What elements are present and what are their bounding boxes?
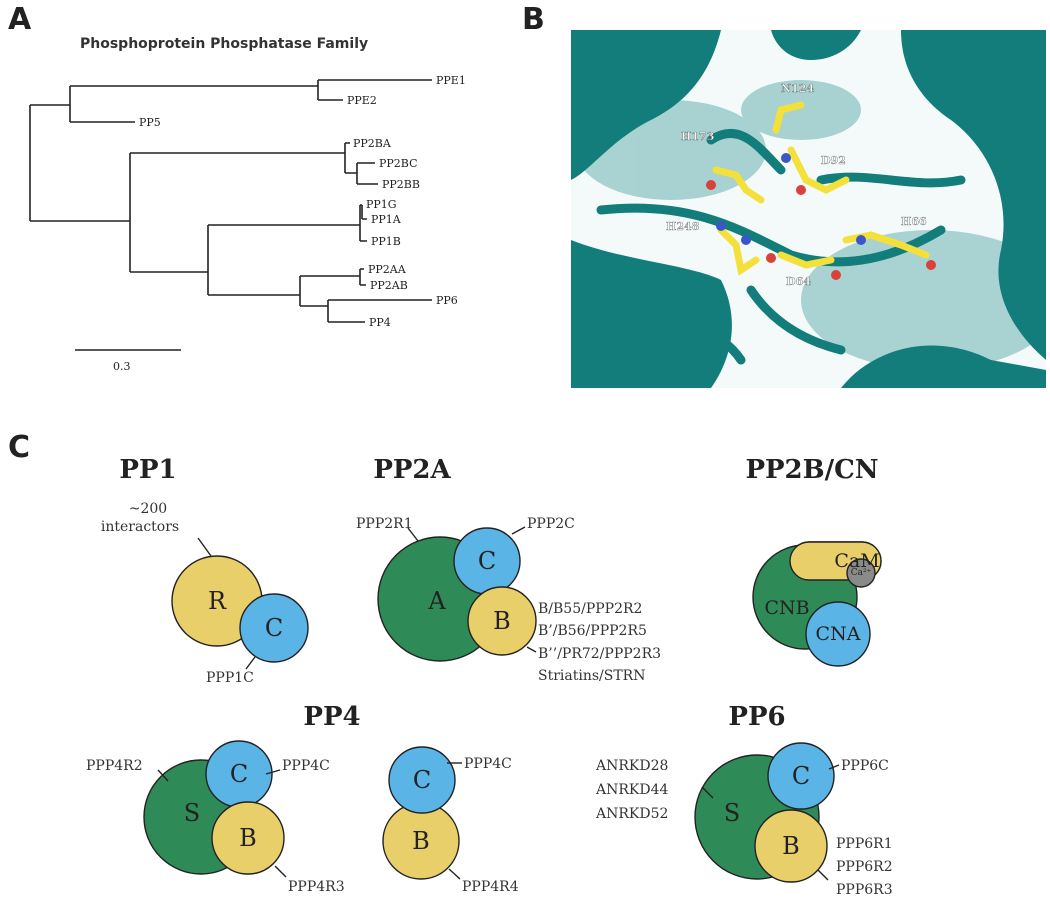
pp1-interactor-count: ~200 (129, 501, 167, 517)
pp2a-b-gene: B/B55/PPP2R2 (538, 601, 642, 617)
pp2a-b-gene: Striatins/STRN (538, 668, 645, 684)
pp6-c-gene: PPP6C (841, 758, 889, 774)
panel-label-c: C (8, 430, 31, 465)
pp2b-cam-label: CaM (834, 550, 879, 572)
residue-label: H248 (666, 220, 700, 233)
pp6-c-label: C (792, 762, 810, 790)
leaf-label: PP2BC (379, 157, 418, 170)
pp1-c-label: C (265, 614, 283, 642)
panel-label-a: A (8, 2, 32, 37)
pp4-s-gene: PPP4R2 (86, 758, 143, 774)
pp2a-a-label: A (427, 587, 446, 615)
scale-bar-label: 0.3 (113, 360, 131, 373)
pp4-c-label: C (230, 760, 248, 788)
pp6-s-gene: ANRKD28 (595, 758, 668, 774)
pp2b-cnb-label: CNB (764, 597, 809, 619)
tree-title: Phosphoprotein Phosphatase Family (80, 36, 369, 52)
pp2a-c-label: C (478, 547, 496, 575)
pp4-c-gene: PPP4C (282, 758, 330, 774)
leaf-label: PP2BA (353, 137, 392, 150)
pp4-complex-2 (382, 746, 462, 880)
pp4-b2-gene: PPP4R4 (462, 879, 519, 895)
pp2b-cna-label: CNA (816, 623, 861, 645)
pp6-s-gene: ANRKD52 (595, 806, 668, 822)
pp4-title: PP4 (303, 702, 360, 732)
pp6-complex (694, 742, 840, 883)
phylogenetic-tree: PPE1 PPE2 PP5 PP2BA PP2BC PP2BB PP1G PP1… (29, 74, 466, 373)
residue-label: N124 (781, 82, 814, 95)
pp1-interactor-word: interactors (101, 519, 179, 535)
pp6-b-gene: PPP6R1 (836, 836, 893, 852)
leaf-label: PP6 (436, 294, 458, 307)
leaf-label: PP1A (371, 213, 402, 226)
pp2a-title: PP2A (373, 455, 451, 485)
pp6-b-gene: PPP6R2 (836, 859, 893, 875)
pp6-title: PP6 (728, 702, 785, 732)
pp4-c2-gene: PPP4C (464, 756, 512, 772)
pp2a-c-gene: PPP2C (527, 516, 575, 532)
pp2b-ca-label: Ca²⁺ (851, 568, 872, 578)
leaf-label: PP5 (139, 116, 161, 129)
pp6-b-label: B (782, 832, 800, 860)
pp6-s-label: S (724, 799, 740, 827)
pp1-complex (171, 537, 309, 670)
pp6-s-gene: ANRKD44 (595, 782, 668, 798)
leaf-label: PP1B (371, 235, 401, 248)
pp2a-complex (377, 526, 537, 662)
pp1-c-gene: PPP1C (206, 670, 254, 686)
pp2b-title: PP2B/CN (745, 455, 878, 485)
pp4-s-label: S (184, 799, 200, 827)
leaf-label: PP4 (369, 316, 391, 329)
pp1-title: PP1 (119, 455, 176, 485)
pp2a-b-gene: B’’/PR72/PPP2R3 (538, 646, 661, 662)
active-site-structure-image: N124 H173 D92 H248 H66 D64 (571, 30, 1046, 388)
panel-label-b: B (522, 2, 545, 37)
pp2a-b-label: B (493, 607, 511, 635)
pp2a-b-gene: B’/B56/PPP2R5 (538, 623, 647, 639)
leaf-label: PP1G (366, 198, 397, 211)
leaf-label: PP2AB (370, 279, 408, 292)
residue-label: H66 (901, 215, 927, 228)
pp6-b-gene: PPP6R3 (836, 882, 893, 898)
leaf-label: PP2AA (368, 263, 407, 276)
leaf-label: PP2BB (382, 178, 420, 191)
residue-label: D92 (821, 154, 846, 167)
pp4-complex-1 (143, 740, 287, 878)
pp4-c2-label: C (413, 766, 431, 794)
pp4-b-label: B (239, 824, 257, 852)
pp2b-complex (752, 541, 882, 667)
residue-label: D64 (786, 275, 811, 288)
pp4-b2-label: B (412, 827, 430, 855)
residue-label: H173 (681, 130, 714, 143)
pp1-r-label: R (208, 587, 227, 615)
leaf-label: PPE2 (347, 94, 377, 107)
leaf-label: PPE1 (436, 74, 466, 87)
pp4-b-gene: PPP4R3 (288, 879, 345, 895)
pp2a-a-gene: PPP2R1 (356, 516, 413, 532)
